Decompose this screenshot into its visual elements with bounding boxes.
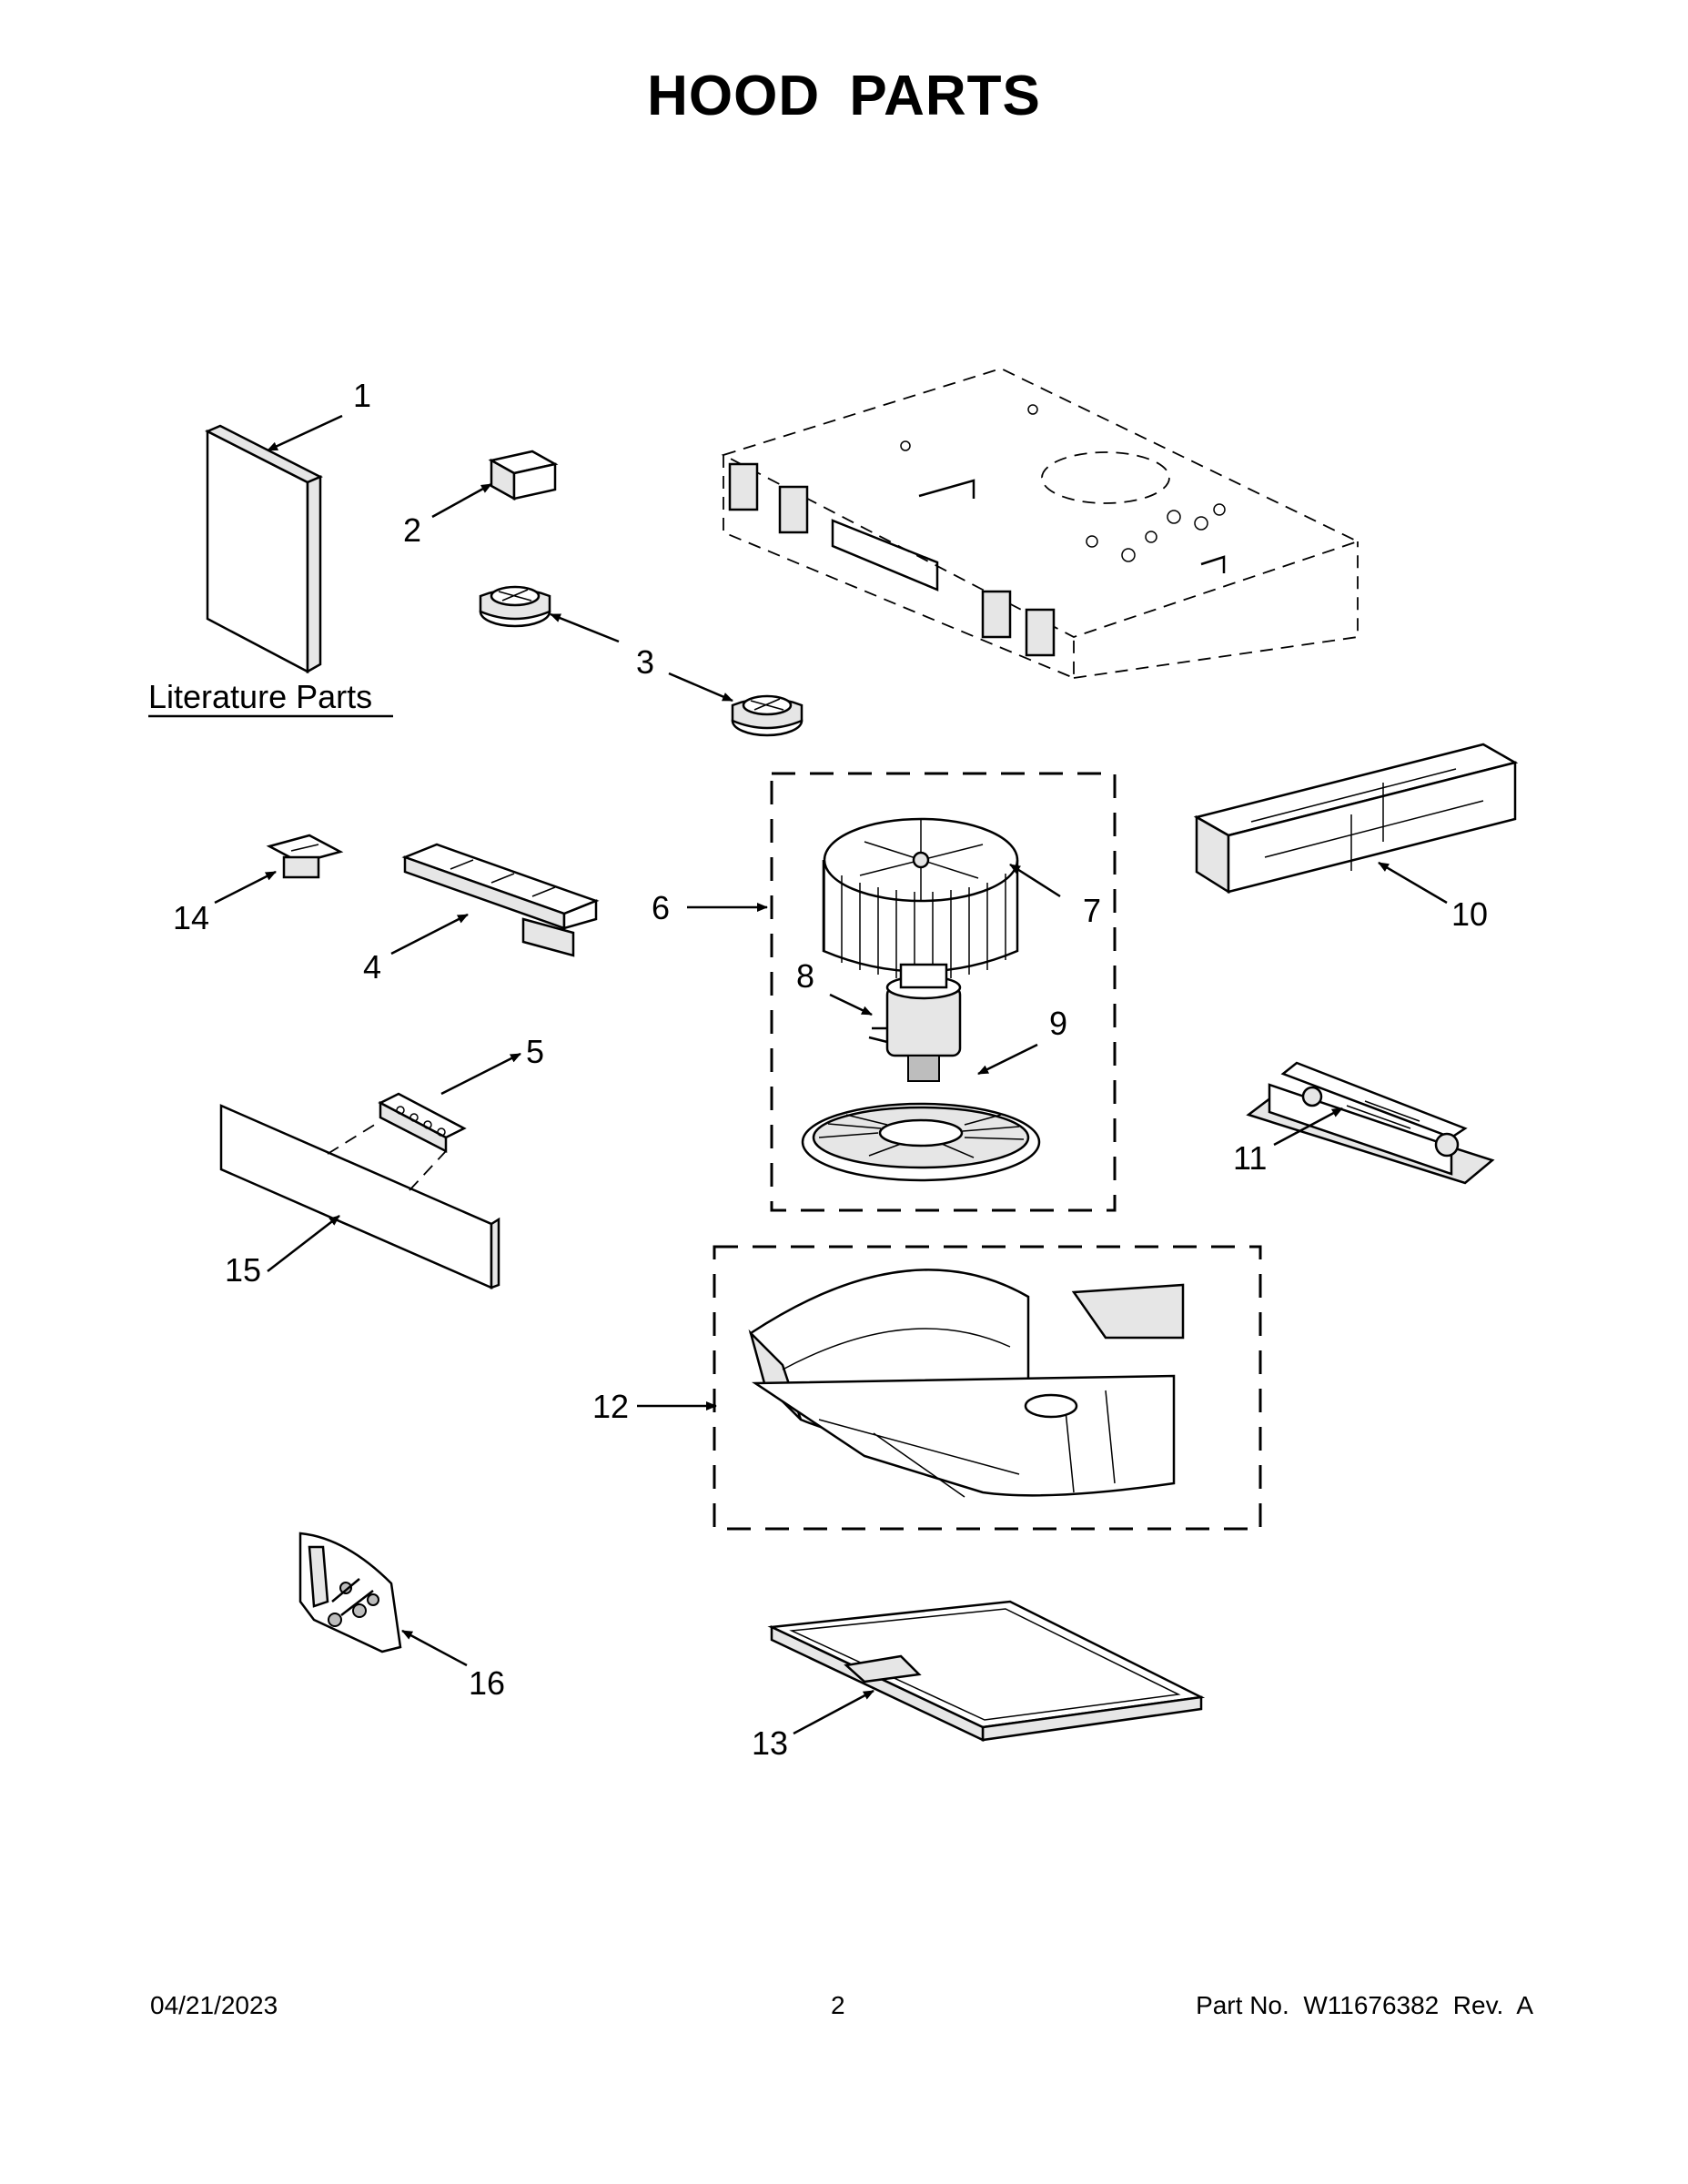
part-1-literature-booklet[interactable] <box>205 424 323 674</box>
callout-11: 11 <box>1233 1139 1267 1177</box>
part-9-motor-mount-plate[interactable] <box>801 1102 1041 1182</box>
footer-part-number: Part No. W11676382 Rev. A <box>1196 1991 1533 2019</box>
literature-parts-label: Literature Parts <box>148 678 372 715</box>
callout-7: 7 <box>1083 892 1101 929</box>
part-15-control-panel[interactable] <box>219 1104 500 1289</box>
part-11-light-housing[interactable] <box>1246 1061 1495 1185</box>
callout-15: 15 <box>225 1251 261 1289</box>
footer-date: 04/21/2023 <box>150 1991 278 2019</box>
part-12-blower-housing-box[interactable] <box>713 1245 1262 1531</box>
callout-leaders <box>214 414 1448 1735</box>
page-title: HOOD PARTS <box>647 65 1041 127</box>
part-7-blower-wheel[interactable] <box>822 817 1019 980</box>
part-13-grease-filter[interactable] <box>767 1600 1206 1742</box>
footer-page-number: 2 <box>831 1991 845 2019</box>
callout-13: 13 <box>752 1724 788 1762</box>
part-16-mounting-bracket[interactable] <box>298 1532 402 1653</box>
part-10-rail-channel[interactable] <box>1193 743 1519 895</box>
part-14-control-board[interactable] <box>266 834 344 879</box>
callout-1: 1 <box>353 377 371 414</box>
part-15-alignment-lines <box>327 1120 447 1191</box>
callout-3: 3 <box>636 643 654 681</box>
callout-12: 12 <box>592 1388 629 1425</box>
part-3-grommet-lower[interactable] <box>731 694 804 737</box>
part-2-connector-block[interactable] <box>488 450 559 501</box>
callout-16: 16 <box>469 1664 505 1702</box>
part-8-blower-motor[interactable] <box>868 963 962 1082</box>
part-6-blower-assembly-box[interactable] <box>770 772 1117 1212</box>
callout-2: 2 <box>403 511 421 549</box>
part-5-switch-assembly[interactable] <box>378 1092 467 1154</box>
callout-4: 4 <box>363 948 381 986</box>
part-12-blower-housing[interactable] <box>748 1269 1185 1498</box>
part-4-bracket[interactable] <box>401 843 600 957</box>
callout-8: 8 <box>796 957 814 995</box>
callout-14: 14 <box>173 899 209 936</box>
callout-10: 10 <box>1451 895 1488 933</box>
callout-9: 9 <box>1049 1005 1067 1042</box>
hood-housing-reference <box>721 368 1360 680</box>
callout-6: 6 <box>652 889 670 926</box>
part-3-grommet-upper[interactable] <box>479 585 551 628</box>
callout-5: 5 <box>526 1033 544 1070</box>
